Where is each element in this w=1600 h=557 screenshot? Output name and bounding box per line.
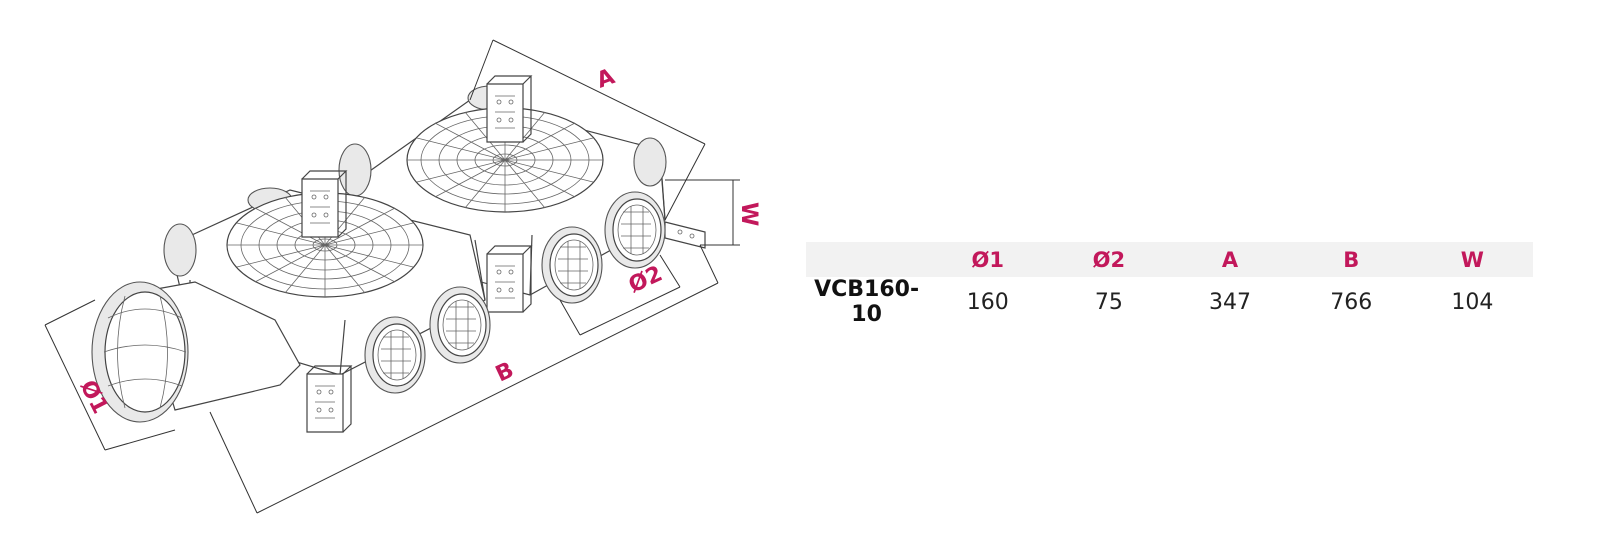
table-header-row: Ø1 Ø2 A B W — [806, 242, 1533, 277]
column-header-d1: Ø1 — [971, 247, 1004, 272]
table-row: VCB160-10 160 75 347 766 104 — [806, 277, 1533, 327]
cell-a: 347 — [1209, 289, 1252, 315]
cell-w: 104 — [1451, 289, 1494, 315]
dimension-lines — [44, 39, 740, 514]
cell-d1: 160 — [966, 289, 1009, 315]
mounting-bracket — [306, 365, 352, 433]
column-header-w: W — [1460, 247, 1484, 272]
column-header-b: B — [1343, 247, 1360, 272]
cell-d2: 75 — [1094, 289, 1123, 315]
cell-b: 766 — [1330, 289, 1373, 315]
column-header-d2: Ø2 — [1092, 247, 1126, 272]
column-header-a: A — [1221, 247, 1239, 272]
dimension-label-w: W — [736, 202, 761, 226]
mounting-bracket-right — [664, 221, 706, 249]
column-header-model — [806, 242, 927, 277]
inlet-spigot — [91, 281, 301, 423]
dimensions-table: Ø1 Ø2 A B W VCB160-10 160 75 347 766 104 — [806, 242, 1533, 327]
dimension-label-a: A — [594, 64, 619, 93]
dimension-label-b: B — [492, 358, 518, 388]
product-dimension-drawing: A B W Ø1 Ø2 — [44, 39, 761, 514]
cell-model: VCB160-10 — [814, 277, 920, 327]
